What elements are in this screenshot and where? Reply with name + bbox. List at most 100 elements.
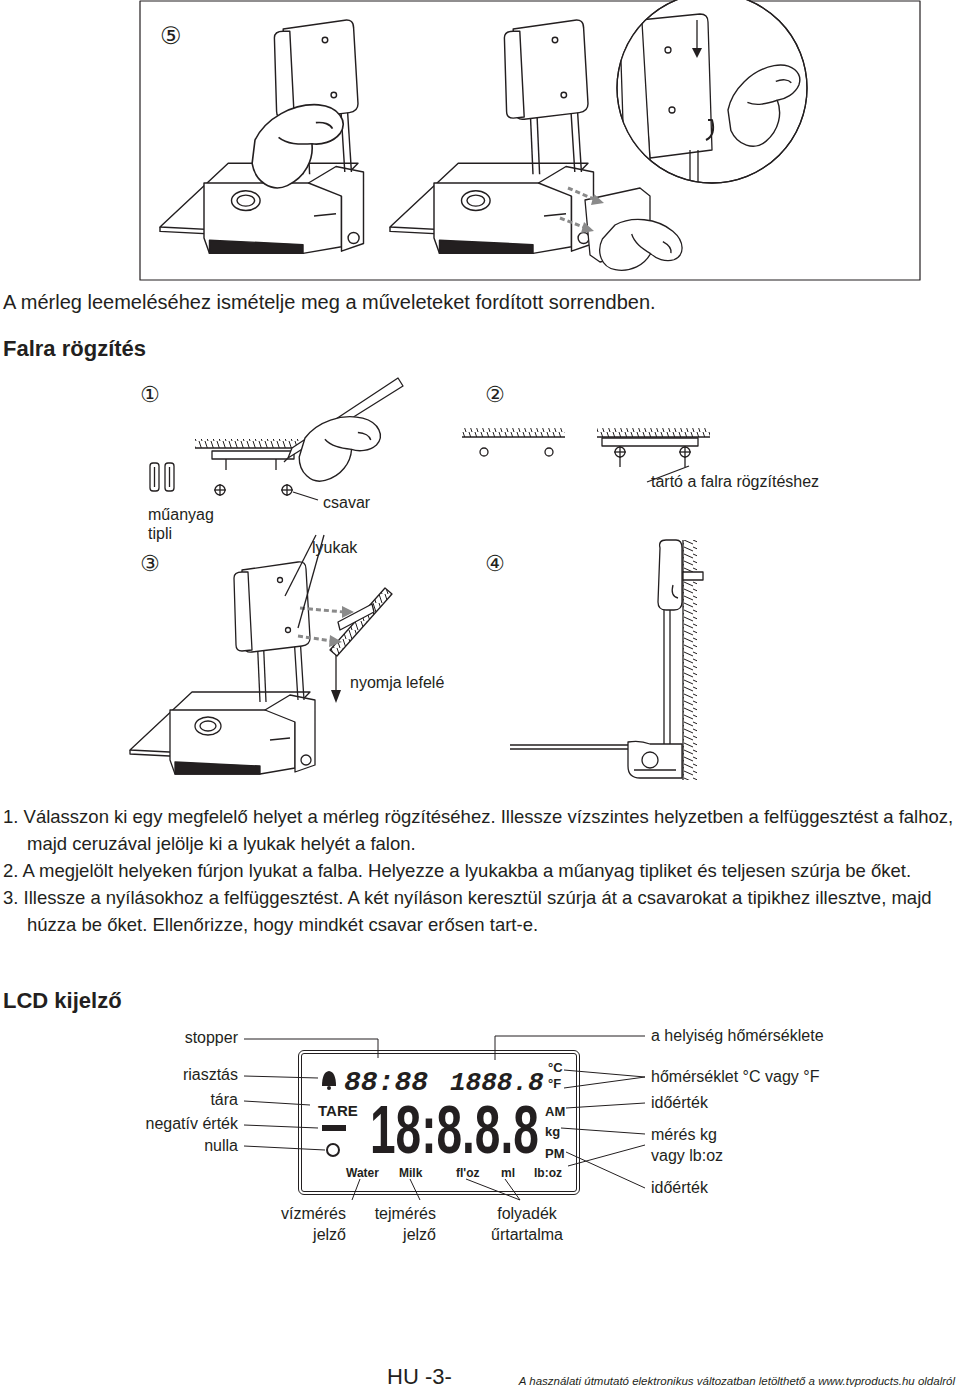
step2-illustration-part bbox=[462, 436, 565, 437]
step2-illustration-part bbox=[684, 446, 685, 458]
part-label: lyukak bbox=[312, 538, 357, 557]
lcd-indicator: ml bbox=[501, 1166, 515, 1180]
step4-illustration-part bbox=[663, 610, 664, 745]
display-label: tejmérés jelző bbox=[356, 1203, 436, 1245]
display-label: riasztás bbox=[183, 1065, 238, 1084]
step5-illustration-part-part bbox=[711, 52, 818, 155]
display-label: időérték bbox=[651, 1178, 708, 1197]
step3-illustration-part bbox=[329, 635, 342, 647]
lcd-indicator: TARE bbox=[318, 1102, 358, 1120]
step1-illustration-part bbox=[165, 463, 174, 491]
display-label: vízmérés jelző bbox=[266, 1203, 346, 1245]
step5-illustration-part-part bbox=[706, 120, 713, 140]
leader-line-part bbox=[466, 1179, 520, 1200]
step1-illustration-part bbox=[212, 451, 294, 459]
step3-illustration-part bbox=[300, 608, 344, 612]
step1-illustration-part bbox=[282, 485, 292, 495]
display-label: stopper bbox=[185, 1028, 238, 1047]
step5-illustration bbox=[140, 0, 920, 281]
illustration-part bbox=[130, 0, 920, 1200]
step1-illustration-part bbox=[195, 447, 300, 448]
step5-illustration-part bbox=[568, 188, 596, 200]
step2-illustration-part bbox=[545, 448, 553, 456]
footer-note: A használati útmutató elektronikus válto… bbox=[519, 1375, 955, 1389]
step1-illustration-part bbox=[150, 463, 159, 491]
step3-illustration-part bbox=[342, 606, 354, 618]
step1-illustration-part bbox=[154, 467, 155, 487]
leader-line-part bbox=[244, 1146, 325, 1150]
leader-line bbox=[244, 1036, 645, 1200]
step5-illustration-part bbox=[591, 194, 604, 205]
lcd-unit: PM bbox=[545, 1146, 565, 1162]
step3-illustration-part bbox=[331, 690, 341, 703]
lcd-unit: kg bbox=[545, 1124, 560, 1140]
page-number: HU -3- bbox=[387, 1364, 452, 1390]
step4-illustration-part bbox=[669, 610, 670, 745]
step-text: 3. Illessze a nyílásokhoz a felfüggeszté… bbox=[3, 884, 955, 938]
step1-illustration-part bbox=[225, 459, 226, 470]
step1-illustration bbox=[150, 378, 403, 500]
step2-illustration-part bbox=[462, 428, 565, 437]
callout-number: ④ bbox=[485, 551, 505, 577]
step5-illustration-part-part bbox=[692, 48, 702, 58]
section-heading: Falra rögzítés bbox=[3, 336, 146, 362]
step-text: 2. A megjelölt helyeken fúrjon lyukat a … bbox=[3, 857, 955, 884]
display-label: a helyiség hőmérséklete bbox=[651, 1026, 824, 1045]
step3-illustration-part bbox=[285, 535, 316, 596]
lcd-indicator: Water bbox=[346, 1166, 379, 1180]
step-list: 1. Válasszon ki egy megfelelő helyet a m… bbox=[3, 803, 955, 938]
step5-illustration-part-part bbox=[697, 150, 698, 190]
display-label: negatív érték bbox=[146, 1114, 239, 1133]
lcd-display: 88:881888.8°C°FTAREAMkgPM18:8.8.8WaterMi… bbox=[298, 1050, 580, 1195]
step2-illustration-part bbox=[597, 428, 710, 437]
action-label: nyomja lefelé bbox=[350, 673, 444, 692]
lcd-symbols-part bbox=[322, 1125, 346, 1131]
step1-illustration-part bbox=[293, 492, 318, 500]
step5-illustration-part bbox=[596, 213, 685, 281]
step5-illustration-part-part bbox=[665, 47, 671, 53]
leader-line-part bbox=[244, 1076, 318, 1078]
leader-line-part bbox=[352, 1179, 360, 1200]
step4-illustration-part bbox=[634, 769, 676, 770]
leader-line-part bbox=[244, 1039, 378, 1058]
leader-line-part bbox=[561, 1128, 645, 1134]
step4-illustration-part bbox=[658, 540, 682, 610]
step4-illustration-part bbox=[642, 752, 658, 768]
display-label: tára bbox=[210, 1090, 238, 1109]
instruction-text: A mérleg leemeléséhez ismételje meg a mű… bbox=[3, 290, 656, 314]
lcd-indicator: lb:oz bbox=[534, 1166, 562, 1180]
display-label: időérték bbox=[651, 1093, 708, 1112]
lcd-symbols-part bbox=[327, 1086, 331, 1090]
step1-illustration-part bbox=[284, 458, 288, 462]
step3-illustration-part bbox=[338, 604, 374, 630]
step2-illustration-part bbox=[619, 446, 620, 458]
step1-illustration-part bbox=[195, 439, 300, 448]
step3-illustration-part bbox=[130, 562, 315, 774]
callout-number: ② bbox=[485, 382, 505, 408]
display-label: mérés kg vagy lb:oz bbox=[651, 1124, 743, 1166]
callout-number: ⑤ bbox=[160, 22, 182, 51]
step5-illustration-part bbox=[140, 1, 920, 280]
step2-illustration-part bbox=[619, 457, 620, 467]
step3-illustration bbox=[130, 535, 392, 774]
step5-illustration-part-part bbox=[620, 22, 650, 162]
part-label: csavar bbox=[323, 493, 370, 512]
step5-illustration-part bbox=[581, 222, 594, 233]
leader-line-part bbox=[410, 1179, 420, 1200]
lcd-indicator: Milk bbox=[399, 1166, 422, 1180]
step3-illustration-part bbox=[330, 588, 392, 656]
leader-line-part bbox=[495, 1036, 645, 1060]
step5-illustration-part-part bbox=[640, 14, 712, 158]
step5-illustration-part-part bbox=[669, 107, 675, 113]
step2-illustration-part bbox=[480, 448, 488, 456]
callout-number: ① bbox=[140, 382, 160, 408]
step1-illustration-part bbox=[291, 408, 388, 485]
lcd-indicator: fl'oz bbox=[456, 1166, 480, 1180]
step5-illustration-part-part bbox=[689, 150, 690, 190]
step1-illustration-part bbox=[219, 484, 220, 496]
display-label: folyadék űrtartalma bbox=[472, 1203, 582, 1245]
step2-illustration-part bbox=[602, 438, 698, 446]
display-label: hőmérséklet °C vagy °F bbox=[651, 1067, 819, 1086]
